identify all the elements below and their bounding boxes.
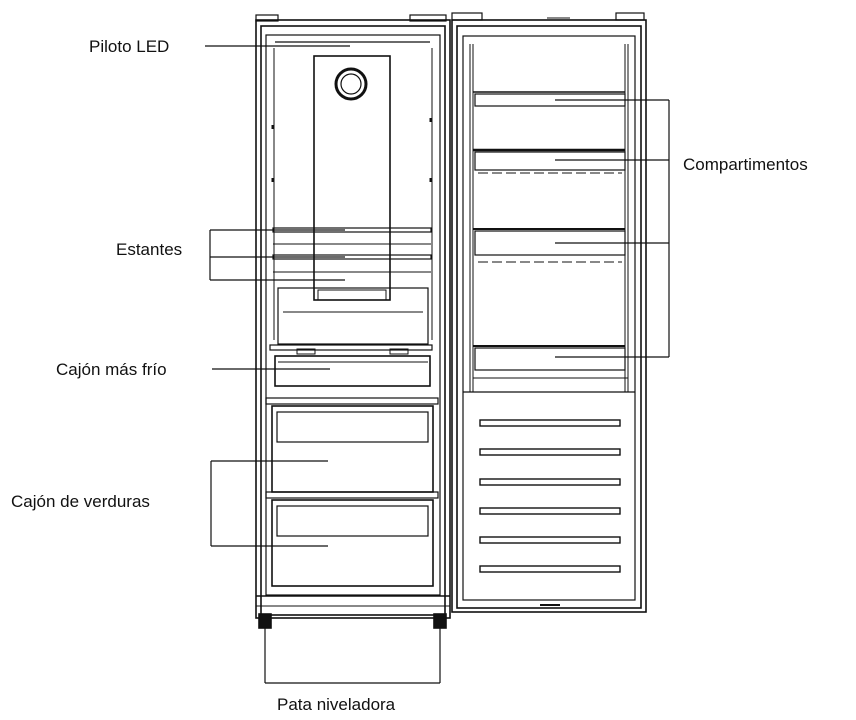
vegetable-drawers (266, 398, 438, 586)
chiller-drawer (270, 345, 432, 386)
label-piloto-led: Piloto LED (89, 37, 169, 57)
door (452, 13, 646, 612)
door-lower-slots (463, 392, 635, 605)
label-pata-niveladora: Pata niveladora (277, 695, 395, 715)
door-compartments (473, 92, 628, 378)
label-compartimentos: Compartimentos (683, 155, 808, 175)
shelves (273, 228, 431, 344)
label-cajon-verduras: Cajón de verduras (11, 492, 150, 512)
leader-pata-niveladora (265, 628, 440, 683)
label-cajon-frio: Cajón más frío (56, 360, 167, 380)
leader-cajon-verduras (211, 461, 328, 546)
cabinet-body (256, 15, 450, 618)
air-duct (314, 56, 390, 300)
label-estantes: Estantes (116, 240, 182, 260)
leveling-feet (259, 614, 446, 628)
